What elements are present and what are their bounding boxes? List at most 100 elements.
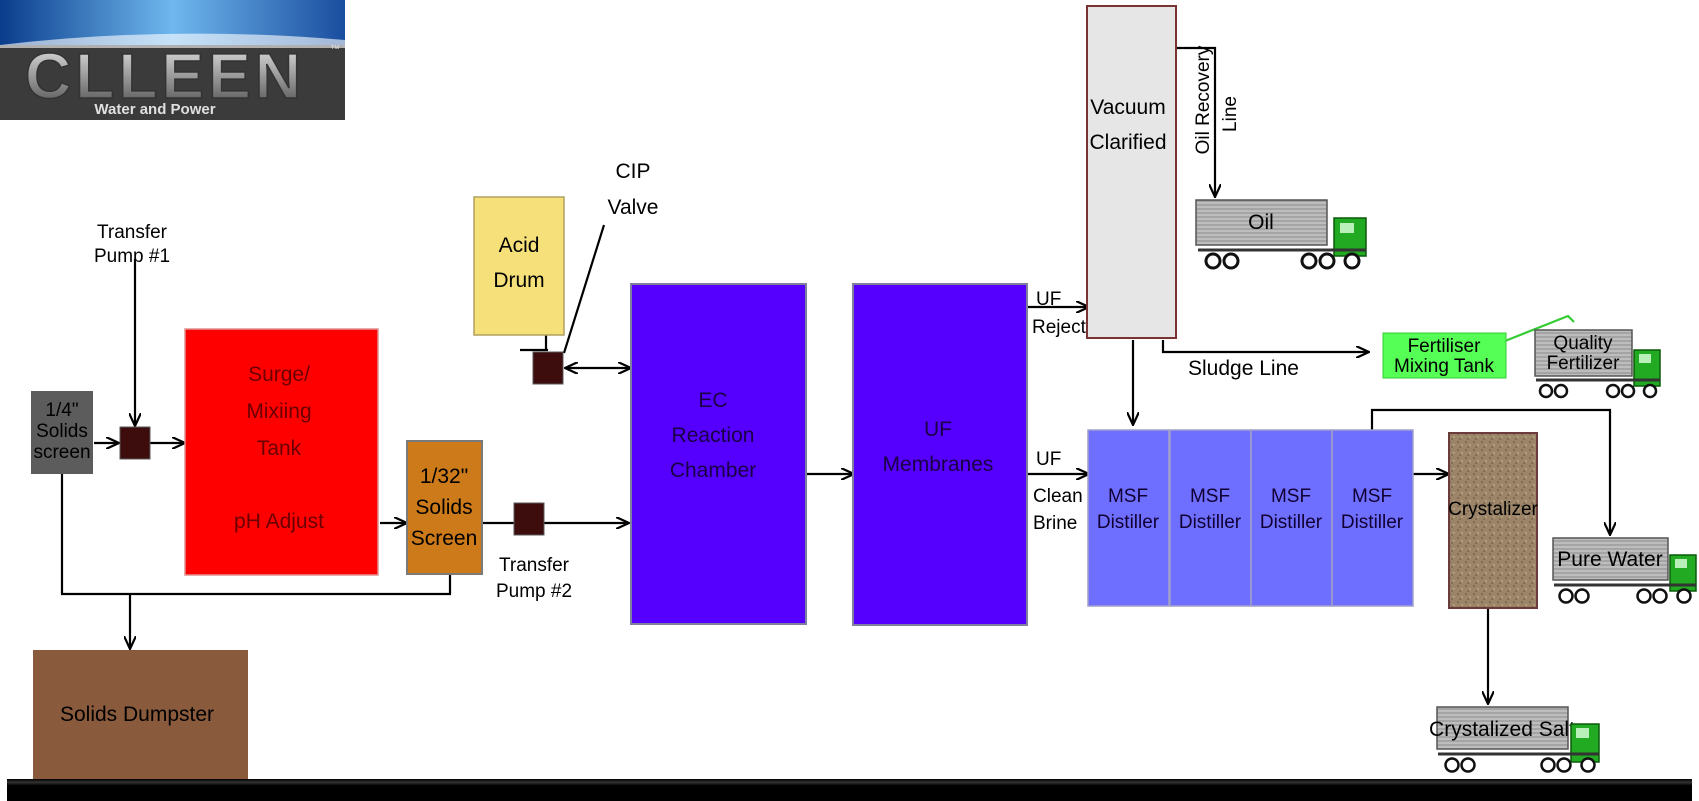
pump-icon xyxy=(119,426,151,460)
ec-chamber-label-line2: Reaction xyxy=(672,424,755,447)
transfer-pump-2-label-line2: Pump #2 xyxy=(496,581,572,602)
ec-chamber-label-line3: Chamber xyxy=(670,459,756,482)
msf-distiller-3[interactable]: MSF Distiller xyxy=(1250,429,1333,607)
crystalizer[interactable]: Crystalizer xyxy=(1448,432,1539,609)
footer-bar xyxy=(7,779,1692,801)
oil-recovery-line-label: Oil Recovery Line xyxy=(1193,45,1241,154)
quarter-inch-solids-screen[interactable]: 1/4" Solids screen xyxy=(31,391,93,474)
fertilizer-truck-label-line2: Fertilizer xyxy=(1547,353,1621,374)
msf-label-line2: Distiller xyxy=(1260,512,1323,533)
msf-label-line1: MSF xyxy=(1190,486,1230,507)
msf-label-line1: MSF xyxy=(1271,486,1311,507)
transfer-pump-1-label-line2: Pump #1 xyxy=(94,246,170,267)
screen-box xyxy=(31,391,93,474)
salt-truck-label: Crystalized Salt xyxy=(1429,718,1575,741)
to-pure-water-line xyxy=(1370,408,1610,534)
surge-tank-label-line4: pH Adjust xyxy=(234,510,324,533)
uf-reject-label-line2: Reject xyxy=(1032,317,1087,338)
cip-valve-label-line2: Valve xyxy=(608,196,659,219)
msf-distiller-box xyxy=(1331,429,1414,607)
uf-brine-label-line1: UF xyxy=(1036,449,1061,470)
pure-water-truck[interactable]: Pure Water xyxy=(1552,537,1697,604)
transfer-pump-1-label-line1: Transfer xyxy=(97,222,168,243)
uf-membranes[interactable]: UF Membranes xyxy=(852,283,1028,626)
wheel-icon xyxy=(1574,588,1590,604)
clleen-logo: CLLEEN ™ Water and Power xyxy=(0,0,345,120)
wheel-icon xyxy=(1580,757,1596,773)
oil-truck-label: Oil xyxy=(1248,211,1274,234)
surge-tank-label-line1: Surge/ xyxy=(248,363,310,386)
msf-label-line2: Distiller xyxy=(1097,512,1160,533)
msf-distiller-box xyxy=(1169,429,1252,607)
crystalized-salt-truck[interactable]: Crystalized Salt xyxy=(1429,706,1600,773)
wheel-icon xyxy=(1540,757,1556,773)
uf-clean-brine-label: UF Clean Brine xyxy=(1033,449,1083,534)
uf-reject-label: UF Reject xyxy=(1032,289,1087,338)
screen-32-box xyxy=(406,440,483,575)
sludge-line-label: Sludge Line xyxy=(1188,357,1299,380)
screen-label-line2: Solids xyxy=(36,421,88,442)
vacuum-clarified-tank[interactable]: Vacuum Clarified xyxy=(1086,5,1177,339)
msf-distiller-2[interactable]: MSF Distiller xyxy=(1169,429,1252,607)
logo-tagline: Water and Power xyxy=(94,101,215,118)
fertilizer-truck-label-line1: Quality xyxy=(1553,333,1613,354)
wheel-icon xyxy=(1636,588,1652,604)
msf-label-line2: Distiller xyxy=(1341,512,1404,533)
wheel-icon xyxy=(1558,588,1574,604)
wheel-icon xyxy=(1300,252,1318,270)
screen-32-label-line2: Solids xyxy=(415,496,472,519)
msf-distiller-box xyxy=(1087,429,1170,607)
ec-chamber-label-line1: EC xyxy=(698,389,727,412)
fertiliser-mixing-tank[interactable]: Fertiliser Mixing Tank xyxy=(1382,332,1507,379)
oil-recovery-label-line1: Oil Recovery xyxy=(1193,45,1214,154)
acid-drum-label-line1: Acid xyxy=(499,234,540,257)
surge-tank-box xyxy=(184,328,379,576)
wheel-icon xyxy=(1642,383,1658,399)
wheel-icon xyxy=(1222,252,1240,270)
solids-dumpster[interactable]: Solids Dumpster xyxy=(33,650,248,780)
sludge-line xyxy=(1161,340,1368,352)
acid-drum[interactable]: Acid Drum xyxy=(473,196,565,336)
uf-membranes-label-line2: Membranes xyxy=(883,453,994,476)
wheel-icon xyxy=(1676,588,1692,604)
cip-valve-leader xyxy=(562,224,606,354)
wheel-icon xyxy=(1460,757,1476,773)
wheel-icon xyxy=(1620,383,1636,399)
ec-reaction-chamber[interactable]: EC Reaction Chamber xyxy=(630,283,807,625)
transfer-pump-2[interactable]: Transfer Pump #2 xyxy=(496,502,572,602)
vacuum-clarified-label-line1: Vacuum xyxy=(1090,96,1165,119)
transfer-pump-1[interactable]: Transfer Pump #1 xyxy=(94,222,170,460)
surge-tank-label-line2: Mixiing xyxy=(246,400,311,423)
msf-distiller-1[interactable]: MSF Distiller xyxy=(1087,429,1170,607)
vacuum-clarified-box xyxy=(1086,5,1177,339)
thirty-second-inch-solids-screen[interactable]: 1/32" Solids Screen xyxy=(406,440,483,575)
fertiliser-tank-label-line1: Fertiliser xyxy=(1408,336,1482,357)
wheel-icon xyxy=(1605,383,1621,399)
surge-tank-label-line3: Tank xyxy=(257,437,302,460)
oil-recovery-label-line2: Line xyxy=(1220,96,1241,132)
uf-membranes-label-line1: UF xyxy=(924,418,952,441)
wheel-icon xyxy=(1318,252,1336,270)
ec-chamber-box xyxy=(630,283,807,625)
solids-return-line xyxy=(60,474,452,596)
cip-valve[interactable]: CIP Valve xyxy=(532,160,659,385)
msf-label-line1: MSF xyxy=(1352,486,1392,507)
oil-truck[interactable]: Oil xyxy=(1195,199,1367,270)
transfer-pump-2-label-line1: Transfer xyxy=(499,555,570,576)
wheel-icon xyxy=(1538,383,1554,399)
msf-distiller-4[interactable]: MSF Distiller xyxy=(1331,429,1414,607)
fertiliser-tank-label-line2: Mixing Tank xyxy=(1394,356,1494,377)
dumpster-label: Solids Dumpster xyxy=(60,703,214,726)
flow-lines xyxy=(60,46,1610,703)
surge-mixing-tank[interactable]: Surge/ Mixiing Tank pH Adjust xyxy=(184,328,379,576)
uf-brine-label-line3: Brine xyxy=(1033,513,1077,534)
pure-water-trailer xyxy=(1552,537,1669,581)
oil-trailer xyxy=(1195,199,1328,246)
uf-membranes-box xyxy=(852,283,1028,626)
oil-recovery-arrow xyxy=(1175,46,1215,196)
dumpster-box xyxy=(33,650,248,780)
quality-fertilizer-truck[interactable]: Quality Fertilizer xyxy=(1534,329,1661,399)
acid-drum-box xyxy=(473,196,565,336)
fertiliser-tank-box xyxy=(1382,332,1507,379)
